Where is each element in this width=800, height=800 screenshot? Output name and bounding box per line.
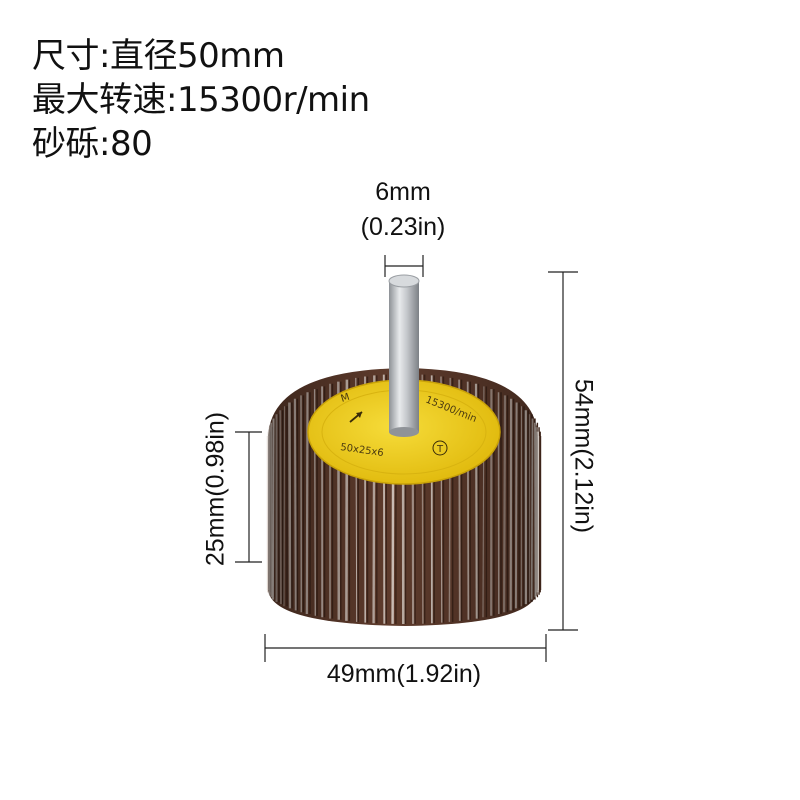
steel-shaft xyxy=(389,275,419,437)
hub-badge: T xyxy=(436,444,444,455)
